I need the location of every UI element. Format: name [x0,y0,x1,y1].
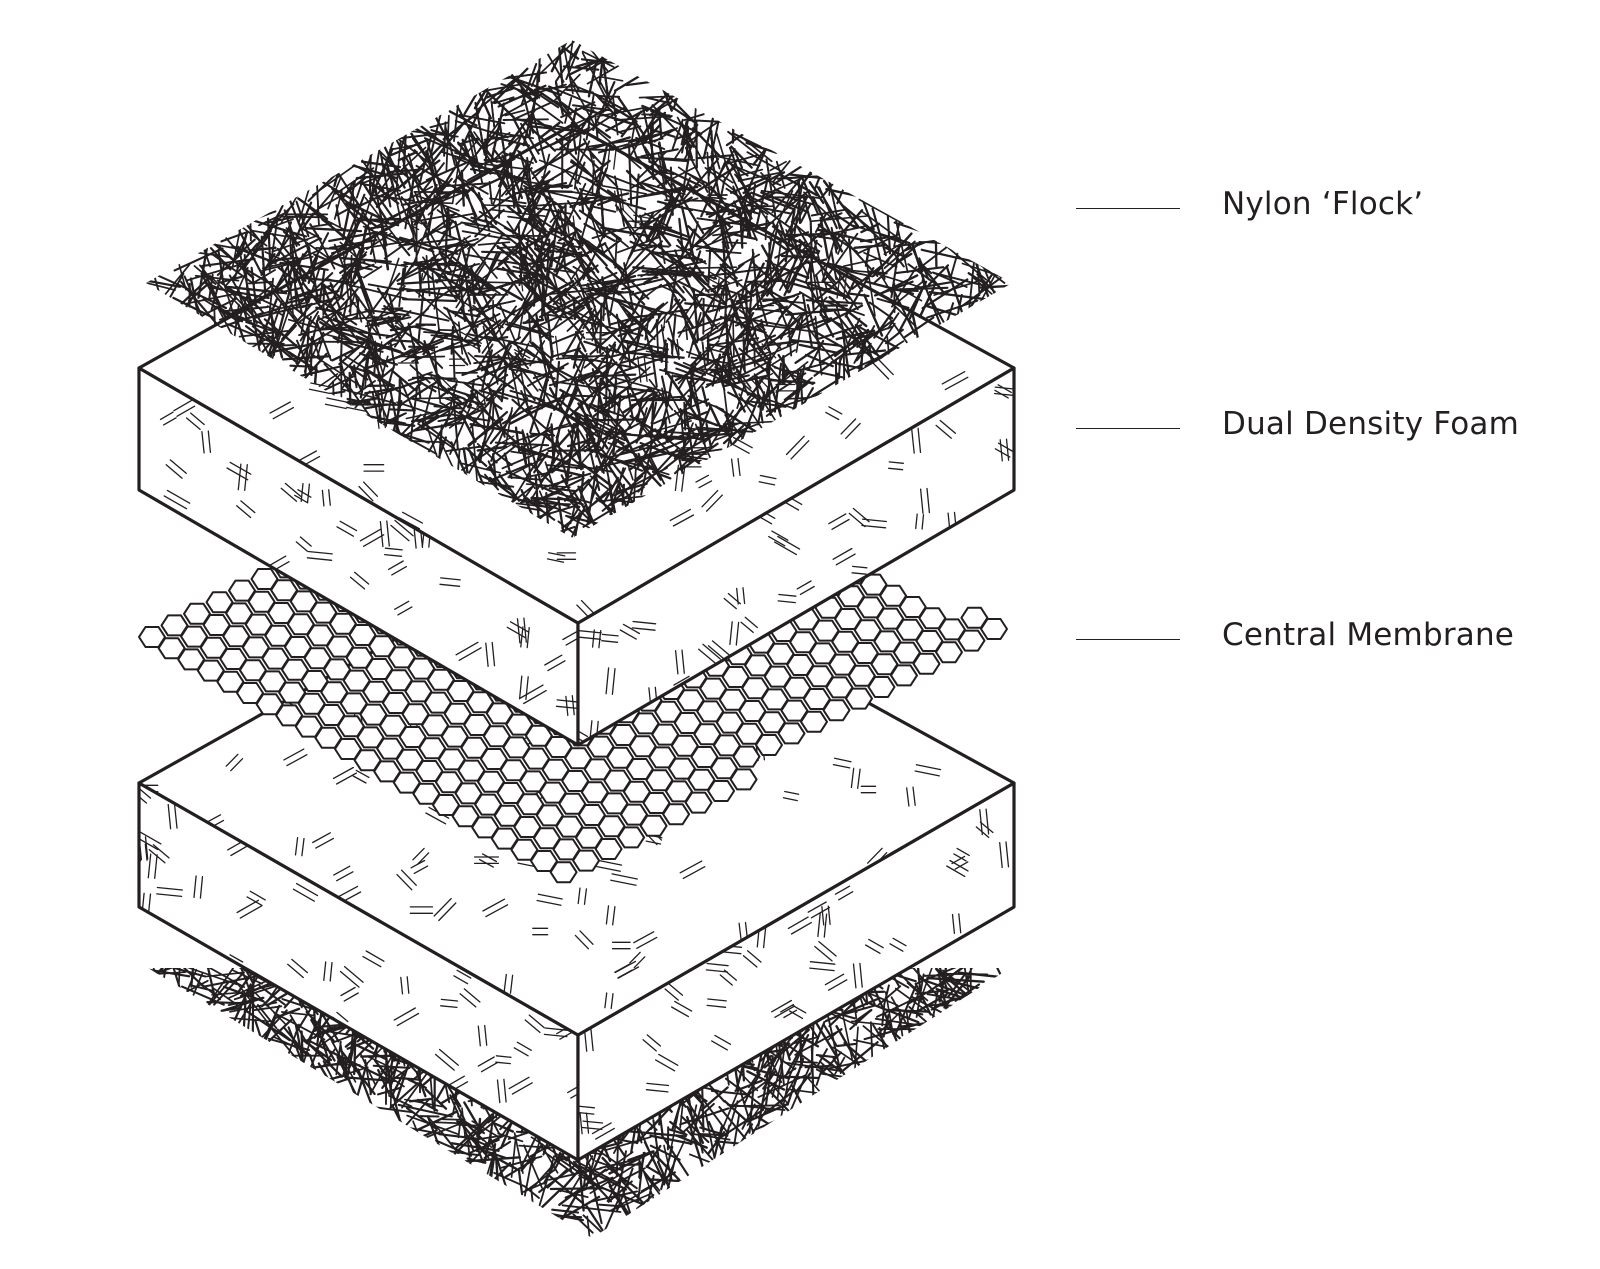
top-flock-fibers [146,40,1012,538]
central-membrane-leader-line [1076,639,1180,640]
dual-density-foam-leader-line [1076,428,1180,429]
central-membrane-label: Central Membrane [1222,617,1515,653]
dual-density-foam-label: Dual Density Foam [1222,406,1519,442]
nylon-flock-label: Nylon ‘Flock’ [1222,186,1424,222]
nylon-flock-leader-line [1076,208,1180,209]
